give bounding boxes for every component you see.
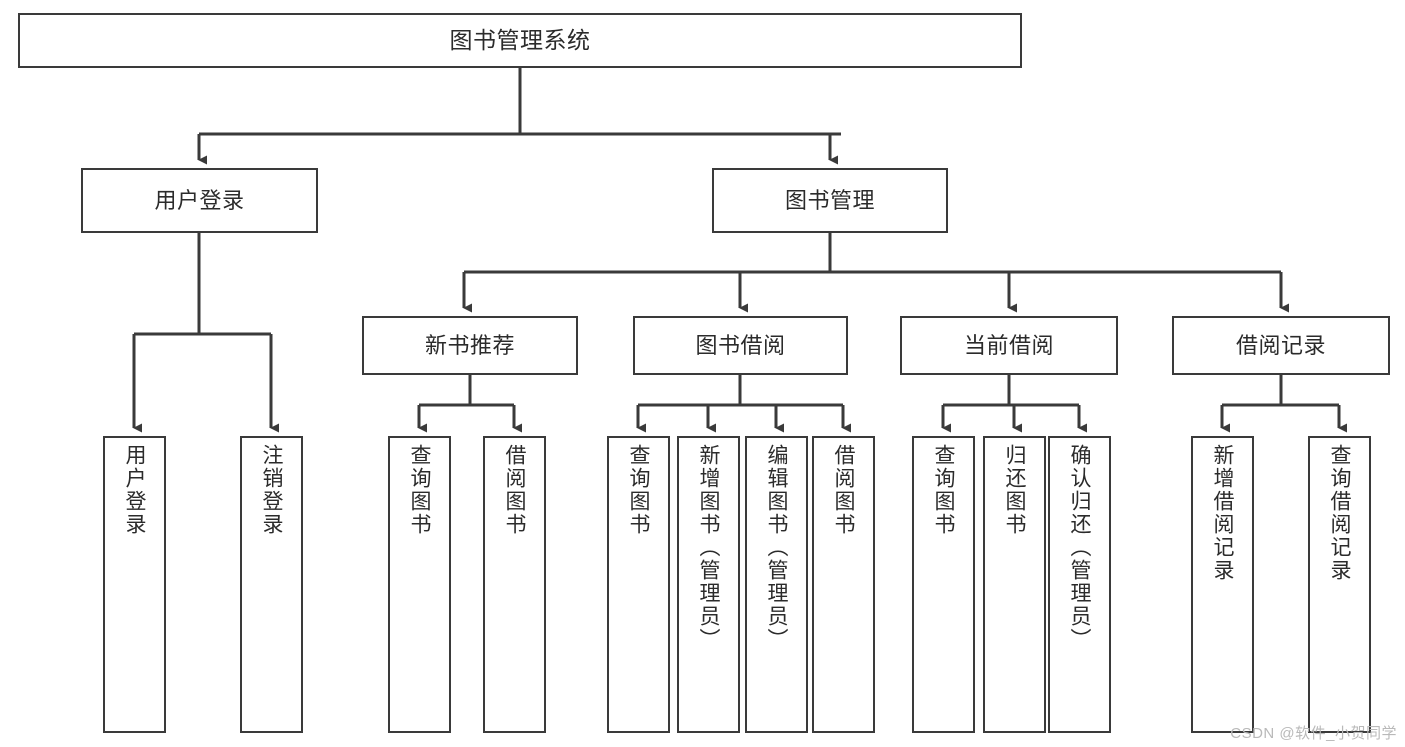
node-leaf-borrow-add-book[interactable]: 新增图书（管理员）: [677, 436, 740, 733]
node-borrow-record[interactable]: 借阅记录: [1172, 316, 1390, 375]
node-leaf-cur-return-book[interactable]: 归还图书: [983, 436, 1046, 733]
node-leaf-rec-query-record-label: 查询借阅记录: [1328, 444, 1351, 582]
node-root-label: 图书管理系统: [449, 26, 591, 53]
node-leaf-borrow-edit-book[interactable]: 编辑图书（管理员）: [745, 436, 808, 733]
node-leaf-borrow-borrow-book-label: 借阅图书: [832, 444, 855, 536]
node-leaf-borrow-query-book-label: 查询图书: [627, 444, 650, 536]
node-leaf-user-logout-label: 注销登录: [260, 444, 283, 536]
node-book-borrow-label: 图书借阅: [695, 332, 786, 358]
node-leaf-rec-query-record[interactable]: 查询借阅记录: [1308, 436, 1371, 733]
node-leaf-rec-query-book-label: 查询图书: [408, 444, 431, 536]
node-leaf-rec-borrow-book[interactable]: 借阅图书: [483, 436, 546, 733]
node-leaf-cur-confirm-return[interactable]: 确认归还（管理员）: [1048, 436, 1111, 733]
node-new-book-rec-label: 新书推荐: [424, 332, 515, 358]
node-leaf-user-login[interactable]: 用户登录: [103, 436, 166, 733]
node-leaf-user-logout[interactable]: 注销登录: [240, 436, 303, 733]
node-book-borrow[interactable]: 图书借阅: [633, 316, 848, 375]
node-book-manage-label: 图书管理: [784, 187, 875, 213]
node-new-book-rec[interactable]: 新书推荐: [362, 316, 578, 375]
node-leaf-borrow-query-book[interactable]: 查询图书: [607, 436, 670, 733]
node-borrow-record-label: 借阅记录: [1235, 332, 1326, 358]
node-leaf-cur-query-book[interactable]: 查询图书: [912, 436, 975, 733]
csdn-watermark: CSDN @软件_小贺同学: [1230, 725, 1397, 742]
node-leaf-cur-query-book-label: 查询图书: [932, 444, 955, 536]
node-current-borrow-label: 当前借阅: [963, 332, 1054, 358]
node-leaf-rec-borrow-book-label: 借阅图书: [503, 444, 526, 536]
node-leaf-borrow-borrow-book[interactable]: 借阅图书: [812, 436, 875, 733]
node-leaf-user-login-label: 用户登录: [123, 444, 146, 536]
node-leaf-rec-query-book[interactable]: 查询图书: [388, 436, 451, 733]
node-leaf-borrow-add-book-label: 新增图书（管理员）: [697, 444, 720, 651]
node-root[interactable]: 图书管理系统: [18, 13, 1022, 68]
node-book-manage[interactable]: 图书管理: [712, 168, 948, 233]
node-leaf-cur-confirm-return-label: 确认归还（管理员）: [1068, 444, 1091, 651]
node-leaf-rec-add-record-label: 新增借阅记录: [1211, 444, 1234, 582]
node-user-login[interactable]: 用户登录: [81, 168, 318, 233]
node-leaf-borrow-edit-book-label: 编辑图书（管理员）: [765, 444, 788, 651]
node-leaf-cur-return-book-label: 归还图书: [1003, 444, 1026, 536]
node-current-borrow[interactable]: 当前借阅: [900, 316, 1118, 375]
node-user-login-label: 用户登录: [154, 187, 245, 213]
node-leaf-rec-add-record[interactable]: 新增借阅记录: [1191, 436, 1254, 733]
